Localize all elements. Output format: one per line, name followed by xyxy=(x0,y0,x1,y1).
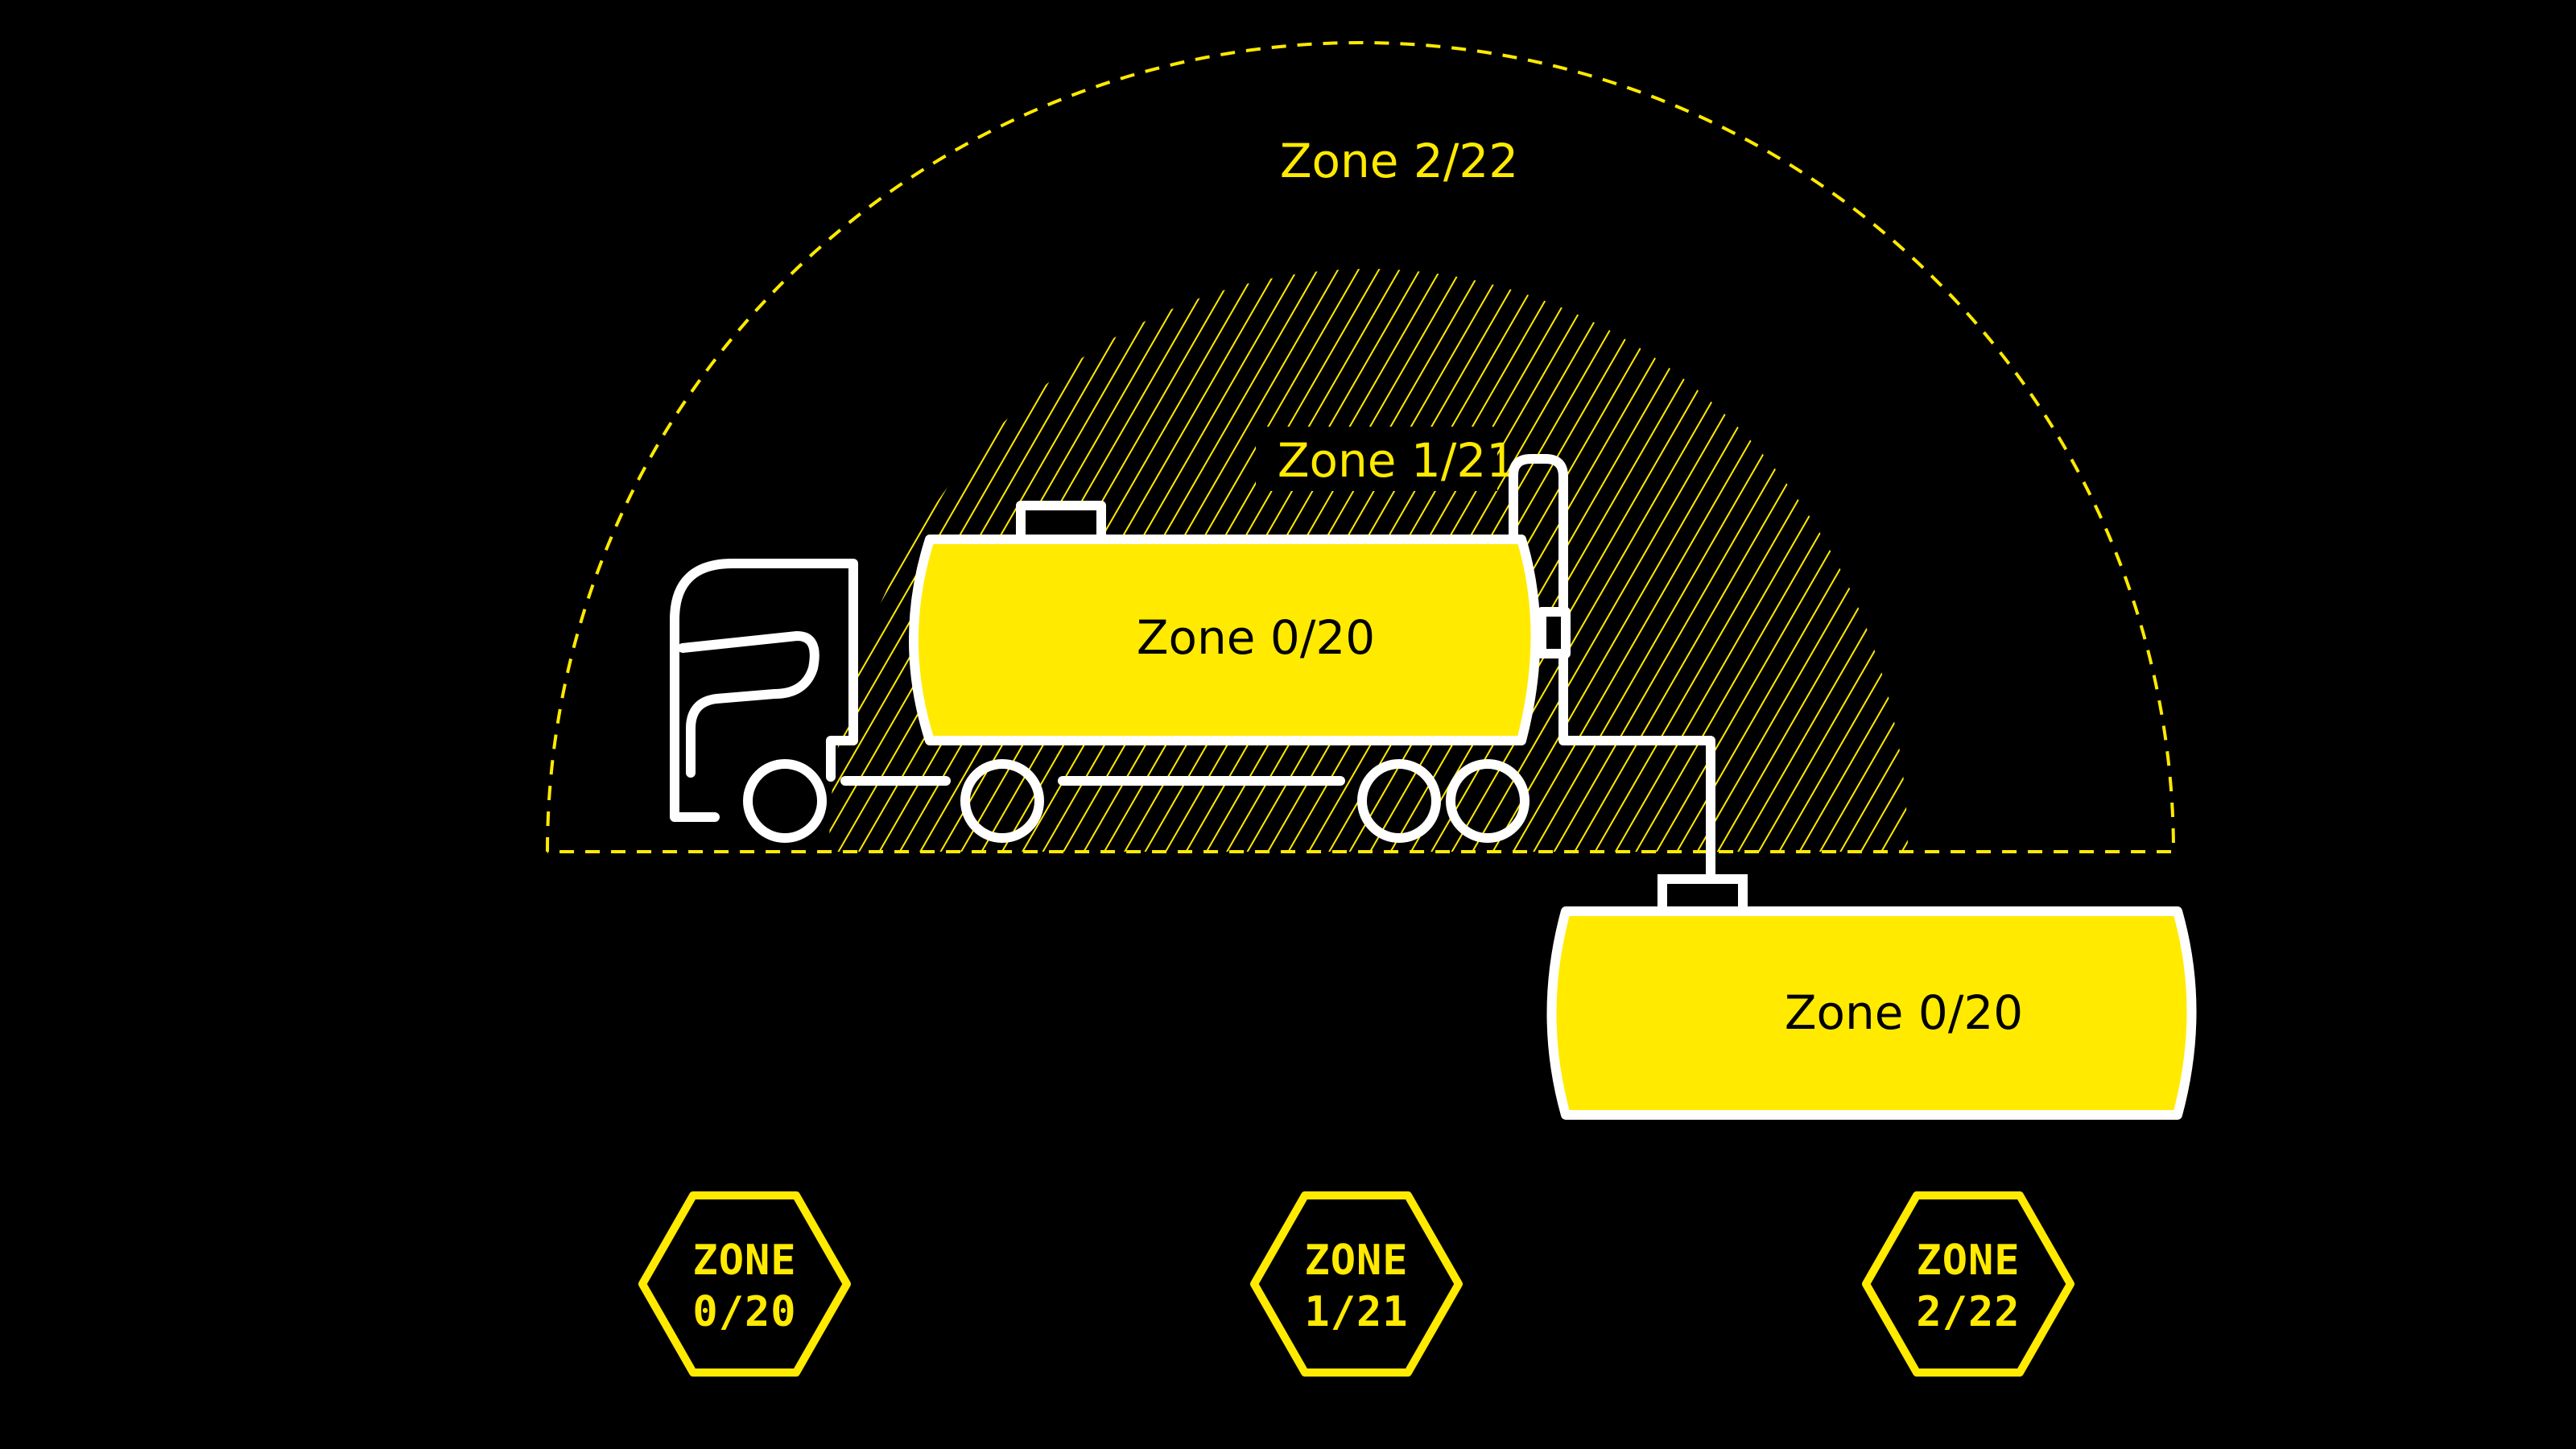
truck-wheel-front xyxy=(743,759,827,843)
storage-tank-label: Zone 0/20 xyxy=(1785,985,2023,1040)
hexagon-badge-icon xyxy=(1250,1191,1463,1377)
badge-line1: ZONE xyxy=(1304,1236,1408,1285)
badge-line1: ZONE xyxy=(1916,1236,2020,1285)
badge-zone-1-21: ZONE 1/21 xyxy=(1250,1191,1463,1377)
zone-1-21-label-backing xyxy=(1256,427,1497,491)
zone-1-21-label: Zone 1/21 xyxy=(1278,433,1516,488)
truck-tank xyxy=(909,535,1541,745)
tanker-truck-icon xyxy=(670,454,1715,889)
hexagon-badge-icon xyxy=(638,1191,851,1377)
badge-zone-0-20: ZONE 0/20 xyxy=(638,1191,851,1377)
badge-line2: 2/22 xyxy=(1916,1288,2020,1336)
zone-2-22-label: Zone 2/22 xyxy=(1280,134,1518,188)
badge-zone-2-22: ZONE 2/22 xyxy=(1862,1191,2074,1377)
truck-tank-valve xyxy=(1537,607,1571,658)
truck-wheel-middle xyxy=(960,759,1044,843)
truck-tank-label: Zone 0/20 xyxy=(1137,610,1375,665)
badge-line1: ZONE xyxy=(692,1236,796,1285)
truck-cab xyxy=(670,559,858,822)
truck-tank-hatch xyxy=(1016,501,1106,544)
badge-line2: 0/20 xyxy=(692,1288,796,1336)
storage-tank-icon: Zone 0/20 xyxy=(1546,874,2197,1120)
truck-wheel-rear-1 xyxy=(1357,759,1441,843)
zone-badges: ZONE 0/20 ZONE 1/21 ZONE 2/22 xyxy=(638,1191,2074,1377)
storage-tank-body xyxy=(1546,906,2197,1120)
truck-window xyxy=(678,631,819,778)
hexagon-badge-icon xyxy=(1862,1191,2074,1377)
truck-wheel-rear-2 xyxy=(1446,759,1530,843)
badge-line2: 1/21 xyxy=(1304,1288,1408,1336)
zone-2-22-boundary xyxy=(546,41,2176,853)
transfer-hose xyxy=(1509,454,1715,889)
